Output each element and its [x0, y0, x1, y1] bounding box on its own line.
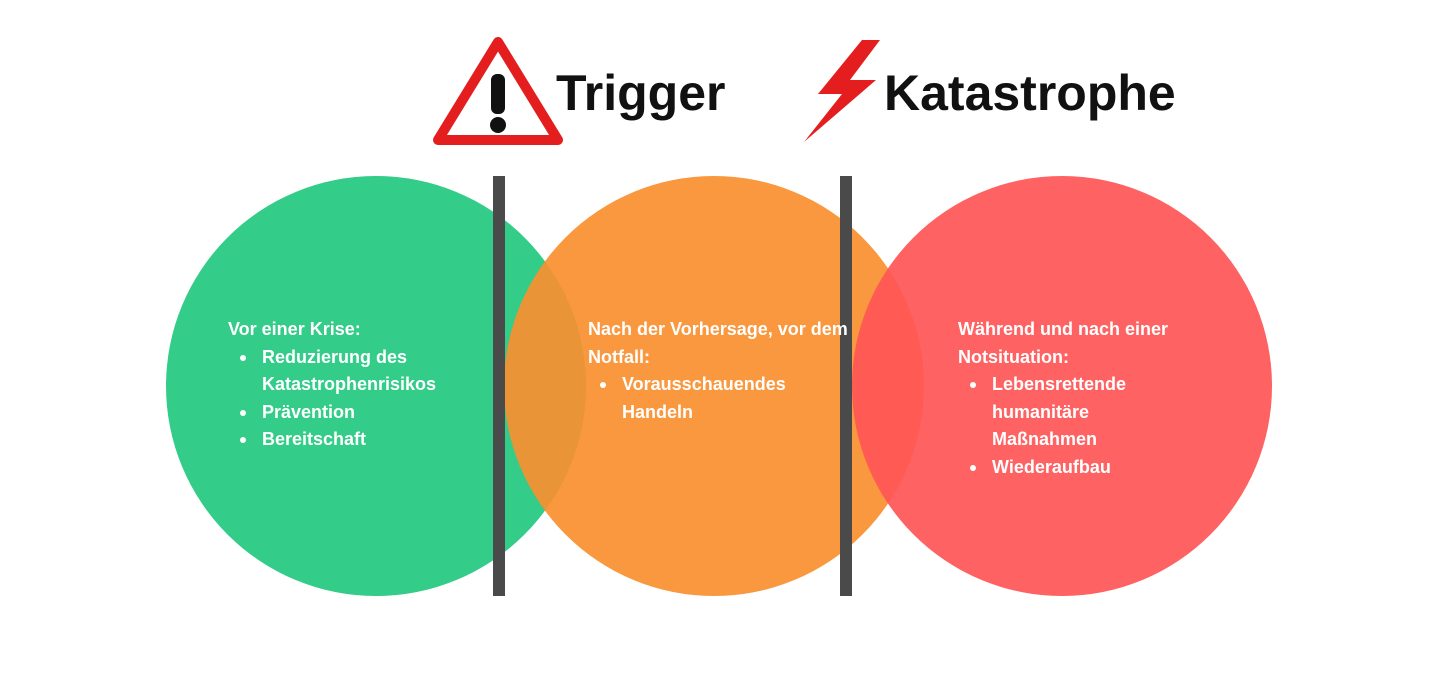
list-item: Reduzierung des Katastrophenrisikos [240, 344, 508, 399]
catastrophe-label: Katastrophe [884, 65, 1176, 121]
phase-text-anticipatory: Nach der Vorhersage, vor dem Notfall: Vo… [588, 316, 848, 426]
list-item: Vorausschauendes Handeln [600, 371, 848, 426]
phase-text-emergency: Während und nach einer Notsituation: Leb… [958, 316, 1188, 481]
phase-text-before-crisis: Vor einer Krise: Reduzierung des Katastr… [228, 316, 508, 454]
list-item: Bereitschaft [240, 426, 508, 454]
phase-intro: Vor einer Krise: [228, 319, 361, 339]
phase-bullet-list: Lebensrettende humanitäre Maßnahmen Wied… [958, 371, 1188, 481]
phase-circle-emergency [852, 176, 1272, 596]
lightning-bolt-icon [804, 40, 880, 142]
list-item: Wiederaufbau [970, 454, 1188, 482]
phase-bullet-list: Vorausschauendes Handeln [588, 371, 848, 426]
trigger-divider [493, 176, 505, 596]
list-item: Lebensrettende humanitäre Maßnahmen [970, 371, 1188, 454]
phase-bullet-list: Reduzierung des Katastrophenrisikos Präv… [228, 344, 508, 454]
warning-triangle-icon [433, 37, 563, 145]
catastrophe-divider [840, 176, 852, 596]
phase-intro: Nach der Vorhersage, vor dem Notfall: [588, 319, 848, 367]
list-item: Prävention [240, 399, 508, 427]
trigger-label: Trigger [556, 65, 726, 121]
phase-intro: Während und nach einer Notsituation: [958, 319, 1169, 367]
